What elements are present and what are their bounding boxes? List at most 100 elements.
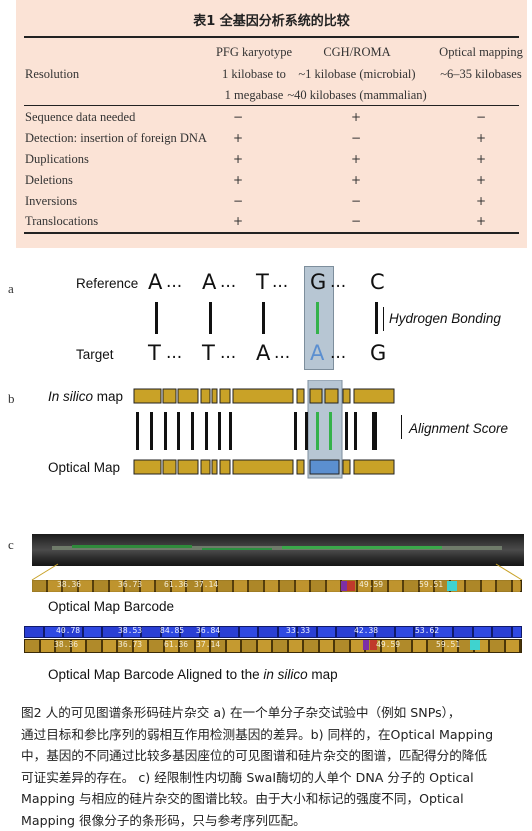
panel-c-letter: c (8, 537, 14, 553)
bond-line (209, 302, 212, 334)
table-bottom-rule (24, 232, 519, 234)
optical-fragment (354, 460, 394, 474)
target-base: T (148, 341, 161, 365)
insilico-values: 40.78 38.53 84.85 36.84 33.33 42.38 53.6… (24, 625, 520, 637)
insilico-value: 40.78 (56, 626, 80, 635)
row-value: + (351, 110, 361, 124)
optical-map-label: Optical Map (48, 460, 120, 475)
insilico-value: 84.85 (160, 626, 184, 635)
target-base: A (256, 341, 270, 365)
alignment-line-mismatch (316, 412, 319, 450)
alignment-line (164, 412, 167, 450)
row-value: + (233, 214, 243, 228)
panel-b-letter: b (8, 391, 15, 407)
insilico-value: 33.33 (286, 626, 310, 635)
resolution-cgh-line2: ~40 kilobases (mammalian) (287, 88, 426, 103)
row-value: + (233, 131, 243, 145)
optical-fragment (201, 460, 210, 474)
reference-base: A (202, 270, 216, 294)
insilico-fragment (201, 389, 210, 403)
row-value: − (476, 110, 486, 124)
row-label: Inversions (25, 194, 77, 209)
reference-dots: ... (330, 272, 346, 292)
barcode-value: 38.36 (57, 580, 81, 589)
reference-dots: ... (166, 272, 182, 292)
optical-map-barcode-label: Optical Map Barcode (48, 599, 174, 614)
bond-line (262, 302, 265, 334)
reference-base: G (310, 270, 326, 294)
alignment-line (218, 412, 221, 450)
insilico-value: 36.84 (196, 626, 220, 635)
row-value: + (476, 194, 486, 208)
barcode-value: 38.36 (54, 640, 78, 649)
barcode-value: 59.51 (419, 580, 443, 589)
row-value: − (351, 214, 361, 228)
figure-caption: 图2 人的可见图谱条形码硅片杂交 a) 在一个单分子杂交试验中（例如 SNPs）… (21, 702, 513, 831)
insilico-label-rest: map (93, 389, 123, 404)
row-value: + (351, 173, 361, 187)
reference-base: C (370, 270, 385, 294)
barcode-value: 61.36 (164, 640, 188, 649)
row-label: Duplications (25, 152, 89, 167)
target-label: Target (76, 347, 114, 362)
reference-dots: ... (220, 272, 236, 292)
target-dots: ... (274, 343, 290, 363)
caption-line: Mapping 很像分子的条形码，只与参考序列匹配。 (21, 810, 513, 831)
optical-map-bar (134, 460, 394, 474)
row-label: Deletions (25, 173, 73, 188)
optical-fragment (134, 460, 161, 474)
insilico-fragment (212, 389, 217, 403)
barcode-value: 37.14 (196, 640, 220, 649)
insilico-fragment (163, 389, 176, 403)
resolution-pfg-line1: 1 kilobase to (222, 67, 286, 82)
hydrogen-bonding-label: Hydrogen Bonding (389, 311, 501, 326)
caption-line: 通过目标和参比序列的弱相互作用检测基因的差异。b) 同样的，在Optical M… (21, 724, 513, 746)
barcode-value: 36.73 (118, 580, 142, 589)
header-optical: Optical mapping (439, 45, 523, 60)
row-value: + (233, 152, 243, 166)
optical-fragment (163, 460, 176, 474)
optical-fragment (178, 460, 198, 474)
molecule-signal (282, 546, 442, 549)
resolution-pfg-line2: 1 megabase (225, 88, 284, 103)
barcode-value: 49.59 (376, 640, 400, 649)
alignment-line (136, 412, 139, 450)
alignment-line (294, 412, 297, 450)
aligned-label-prefix: Optical Map Barcode Aligned to the (48, 667, 263, 682)
alignment-line (305, 412, 308, 450)
caption-line: Mapping 与相应的硅片杂交的图谱比较。由于大小和标记的强度不同，Optic… (21, 788, 513, 810)
alignment-line (229, 412, 232, 450)
row-value: − (351, 131, 361, 145)
resolution-optical: ~6–35 kilobases (440, 67, 521, 82)
reference-base: A (148, 270, 162, 294)
alignment-score-label: Alignment Score (409, 421, 508, 436)
insilico-fragment (354, 389, 394, 403)
target-base: G (370, 341, 386, 365)
row-value: + (476, 131, 486, 145)
alignment-line (205, 412, 208, 450)
aligned-label-italic: in silico (263, 667, 307, 682)
insilico-fragment (220, 389, 230, 403)
barcode-value: 59.51 (436, 640, 460, 649)
insilico-fragment (310, 389, 322, 403)
insilico-value: 53.62 (415, 626, 439, 635)
optical-fragment (220, 460, 230, 474)
row-label: Sequence data needed (25, 110, 135, 125)
resolution-cgh-line1: ~1 kilobase (microbial) (298, 67, 415, 82)
insilico-value: 38.53 (118, 626, 142, 635)
table-top-rule (24, 36, 519, 38)
insilico-fragment (134, 389, 161, 403)
insilico-fragment (325, 389, 338, 403)
insilico-map-bar (134, 389, 394, 403)
optical-fragment (212, 460, 217, 474)
bond-line (155, 302, 158, 334)
reference-label: Reference (76, 276, 138, 291)
panel-a-letter: a (8, 281, 14, 297)
target-base: T (202, 341, 215, 365)
optical-fragment-mismatch (310, 460, 339, 474)
barcode2-values: 38.36 36.73 61.36 37.14 49.59 59.51 (24, 639, 520, 651)
barcode-value: 49.59 (359, 580, 383, 589)
alignment-line (150, 412, 153, 450)
caption-line: 中，基因的不同通过比较多基因座位的可见图谱和硅片杂交的图谱，匹配得分的降低 (21, 745, 513, 767)
row-value: + (476, 173, 486, 187)
